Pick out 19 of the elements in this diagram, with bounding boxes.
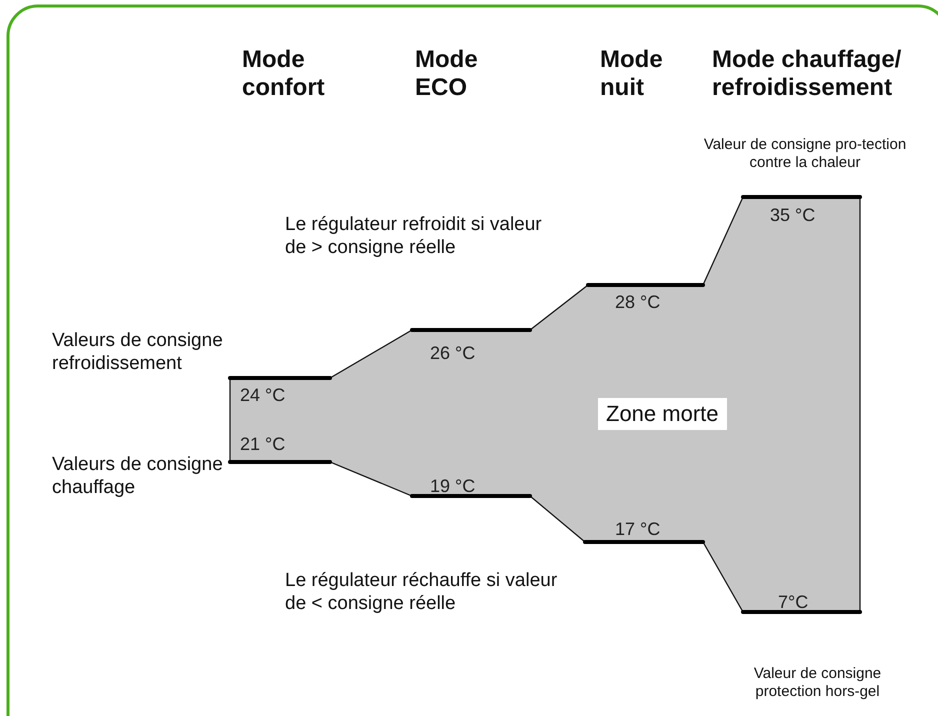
temperature-value: 26 °C <box>430 343 476 365</box>
column-heading: Mode ECO <box>415 46 479 102</box>
column-heading: Mode nuit <box>600 46 664 102</box>
zone-label: Zone morte <box>598 398 726 430</box>
temperature-value: 24 °C <box>240 385 286 407</box>
temperature-value: 28 °C <box>615 292 662 314</box>
temperature-value: 17 °C <box>615 519 662 541</box>
temperature-value: 35 °C <box>770 205 816 227</box>
annotation: Le régulateur réchauffe si valeur de < consigne réelle <box>285 570 558 616</box>
annotation: Valeurs de consigne chauffage <box>52 454 224 500</box>
temperature-value: 19 °C <box>430 476 476 498</box>
annotation: Valeur de consigne pro-tection contre la chaleur <box>702 136 908 172</box>
column-heading: Mode confort <box>242 46 326 102</box>
temperature-value: 21 °C <box>240 434 286 456</box>
annotation: Le régulateur refroidit si valeur de > consigne réelle <box>285 214 543 260</box>
column-heading: Mode chauffage/ refroidissement <box>712 46 902 102</box>
annotation: Valeur de consigne protection hors-gel <box>752 665 882 701</box>
temperature-value: 7°C <box>778 592 810 614</box>
annotation: Valeurs de consigne refroidissement <box>52 330 224 376</box>
